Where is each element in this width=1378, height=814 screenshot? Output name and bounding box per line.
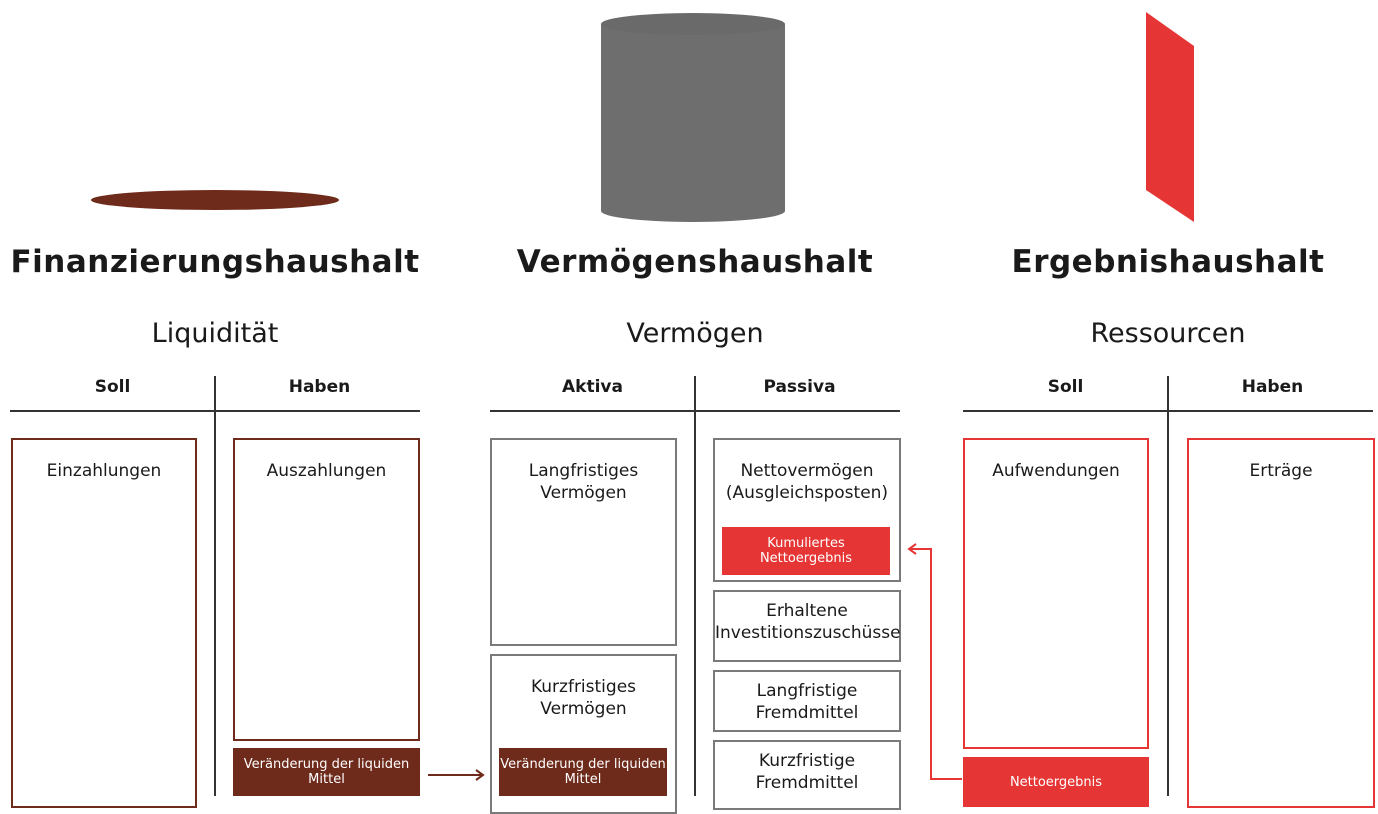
- box-investitionszuschuesse: Erhaltene Investitionszuschüsse: [713, 590, 901, 662]
- auszahlungen-label: Auszahlungen: [266, 461, 387, 481]
- box-aufwendungen: Aufwendungen: [963, 438, 1149, 749]
- box-einzahlungen: Einzahlungen: [11, 438, 197, 808]
- ergebnis-col-haben: Haben: [1241, 377, 1304, 397]
- nettovermoegen-label: Nettovermögen (Ausgleichsposten): [725, 461, 889, 503]
- box-langfristige-fremdmittel: Langfristige Fremdmittel: [713, 670, 901, 732]
- nettoergebnis: Nettoergebnis: [963, 757, 1149, 807]
- box-langfristiges-vermoegen: Langfristiges Vermögen: [490, 438, 677, 646]
- flat-disc-icon: [91, 190, 339, 210]
- ertraege-label: Erträge: [1249, 461, 1313, 481]
- finanz-col-haben: Haben: [288, 377, 351, 397]
- ergebnis-title: Ergebnishaushalt: [1011, 244, 1325, 280]
- vermoegen-divider: [694, 376, 696, 796]
- langfristiges-vermoegen-label: Langfristiges Vermögen: [528, 461, 639, 503]
- ergebnis-divider: [1167, 376, 1169, 796]
- vermoegen-title: Vermögenshaushalt: [516, 244, 874, 280]
- vermoegen-veraenderung-liquide-mittel: Veränderung der liquiden Mittel: [499, 748, 667, 796]
- einzahlungen-label: Einzahlungen: [46, 461, 162, 481]
- finanz-title: Finanzierungshaushalt: [10, 244, 420, 280]
- kurzfristige-fremdmittel-label: Kurzfristige Fremdmittel: [755, 751, 859, 793]
- aufwendungen-label: Aufwendungen: [992, 461, 1120, 481]
- liquide-mittel-arrow: [428, 769, 485, 781]
- vermoegen-col-passiva: Passiva: [763, 377, 836, 397]
- ergebnis-col-soll: Soll: [1047, 377, 1084, 397]
- box-ertraege: Erträge: [1187, 438, 1375, 808]
- vermoegen-col-aktiva: Aktiva: [562, 377, 623, 397]
- kumuliertes-nettoergebnis: Kumuliertes Nettoergebnis: [722, 527, 890, 575]
- finanz-divider: [214, 376, 216, 796]
- ergebnis-subtitle: Ressourcen: [1090, 318, 1246, 349]
- kurzfristiges-vermoegen-label: Kurzfristiges Vermögen: [530, 677, 637, 719]
- cylinder-icon: [601, 13, 785, 222]
- finanz-col-soll: Soll: [94, 377, 131, 397]
- thin-panel-icon: [1146, 12, 1194, 222]
- langfristige-fremdmittel-label: Langfristige Fremdmittel: [755, 681, 859, 723]
- vermoegen-subtitle: Vermögen: [626, 318, 764, 349]
- header-icons: [91, 12, 1194, 222]
- box-auszahlungen: Auszahlungen: [233, 438, 420, 741]
- finanz-veraenderung-liquide-mittel: Veränderung der liquiden Mittel: [233, 748, 420, 796]
- finanz-subtitle: Liquidität: [151, 318, 279, 349]
- investitionszuschuesse-label: Erhaltene Investitionszuschüsse: [715, 601, 901, 643]
- box-kurzfristige-fremdmittel: Kurzfristige Fremdmittel: [713, 740, 901, 810]
- nettoergebnis-arrow: [907, 543, 962, 780]
